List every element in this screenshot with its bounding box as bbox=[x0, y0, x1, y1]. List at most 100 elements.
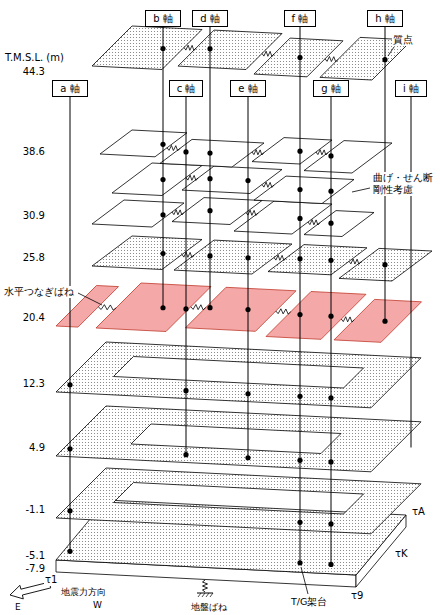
grid-line-label: τA bbox=[411, 506, 426, 518]
axis-name: g 軸 bbox=[321, 82, 341, 95]
coupling-spring bbox=[262, 182, 274, 187]
mass-point bbox=[297, 458, 302, 463]
mass-point bbox=[160, 251, 165, 256]
floor-slab bbox=[100, 130, 392, 173]
mass-point bbox=[160, 305, 165, 310]
mass-point bbox=[382, 319, 387, 324]
mass-point bbox=[297, 394, 302, 399]
floor-slab bbox=[92, 26, 412, 80]
mass-point bbox=[328, 189, 333, 194]
coupling-spring bbox=[308, 220, 320, 225]
axis-name: a 軸 bbox=[60, 82, 79, 95]
mass-point bbox=[297, 55, 302, 60]
ground-spring bbox=[203, 580, 208, 592]
coupling-spring bbox=[98, 305, 116, 310]
axis-box: d 軸 bbox=[192, 10, 228, 27]
mass-point bbox=[382, 262, 387, 267]
mass-point bbox=[160, 46, 165, 51]
axis-line bbox=[411, 97, 412, 448]
mass-point bbox=[328, 459, 333, 464]
spring-label: 水平つなぎばね bbox=[3, 286, 75, 298]
leader-line bbox=[388, 47, 394, 56]
elevation-label: 38.6 bbox=[22, 146, 46, 158]
mass-point bbox=[297, 187, 302, 192]
mass-point bbox=[183, 149, 188, 154]
ground-hatch bbox=[198, 593, 201, 597]
leader-line bbox=[352, 188, 370, 192]
mass-point bbox=[207, 253, 212, 258]
pedestal-label: T/G架台 bbox=[290, 596, 328, 608]
floor-slab bbox=[56, 342, 421, 408]
leader-line bbox=[78, 293, 102, 305]
floor-piece bbox=[254, 176, 354, 203]
mass-point-label: 質点 bbox=[392, 34, 414, 46]
elevation-label: 44.3 bbox=[22, 66, 46, 78]
coupling-spring bbox=[252, 150, 264, 155]
axis-name: i 軸 bbox=[403, 82, 419, 95]
mass-point bbox=[207, 46, 212, 51]
mass-point bbox=[245, 391, 250, 396]
floor-ring bbox=[56, 406, 421, 472]
floor-piece bbox=[304, 141, 392, 173]
axis-box: b 軸 bbox=[145, 10, 181, 27]
mass-point bbox=[183, 452, 188, 457]
coupling-spring bbox=[186, 175, 198, 180]
stiffness-note: 曲げ・せん断 剛性考慮 bbox=[372, 172, 436, 196]
coupling-spring bbox=[274, 255, 286, 260]
mass-point bbox=[207, 176, 212, 181]
mass-point bbox=[328, 395, 333, 400]
floor-piece bbox=[304, 211, 374, 237]
mass-point bbox=[297, 520, 302, 525]
coupling-spring bbox=[167, 145, 180, 150]
axis-line bbox=[163, 27, 164, 308]
elevation-label: 20.4 bbox=[22, 312, 46, 324]
elevation-label: 30.9 bbox=[22, 210, 46, 222]
mass-point bbox=[67, 549, 72, 554]
mass-point bbox=[67, 382, 72, 387]
mass-point bbox=[297, 312, 302, 317]
mass-point bbox=[207, 208, 212, 213]
elevation-label: 25.8 bbox=[22, 252, 46, 264]
leader-line bbox=[301, 567, 308, 594]
axis-line bbox=[210, 27, 211, 308]
axis-name: b 軸 bbox=[153, 12, 173, 25]
mass-point bbox=[297, 216, 302, 221]
mass-point bbox=[297, 560, 302, 565]
mass-point bbox=[382, 57, 387, 62]
axis-line bbox=[70, 97, 71, 551]
elevation-label: -7.9 bbox=[25, 563, 47, 575]
axis-box: g 軸 bbox=[313, 80, 349, 97]
direction-label: W bbox=[92, 599, 103, 611]
mass-point bbox=[328, 521, 333, 526]
coupling-spring bbox=[262, 51, 274, 56]
mass-point bbox=[328, 221, 333, 226]
axis-name: d 軸 bbox=[200, 12, 220, 25]
floor-ring bbox=[56, 342, 421, 408]
mass-point bbox=[328, 314, 333, 319]
mass-point bbox=[328, 153, 333, 158]
axis-box: h 軸 bbox=[367, 10, 403, 27]
elevation-label: -1.1 bbox=[25, 504, 47, 516]
mass-point bbox=[160, 142, 165, 147]
axis-box: a 軸 bbox=[52, 80, 87, 97]
mass-point bbox=[245, 307, 250, 312]
coupling-spring bbox=[349, 259, 361, 264]
floor-slab bbox=[56, 468, 421, 534]
mass-point bbox=[297, 256, 302, 261]
elevation-unit: T.M.S.L. (m) bbox=[4, 52, 65, 64]
ground-hatch bbox=[210, 593, 213, 597]
coupling-spring bbox=[316, 150, 328, 155]
axis-name: e 軸 bbox=[238, 82, 257, 95]
floor-ring bbox=[56, 468, 421, 534]
floor-piece bbox=[92, 200, 184, 227]
axis-box: f 軸 bbox=[284, 10, 317, 27]
axis-name: h 軸 bbox=[375, 12, 395, 25]
mass-point bbox=[67, 508, 72, 513]
floor-slab bbox=[56, 283, 422, 342]
elevation-label: 4.9 bbox=[28, 442, 46, 454]
mass-point bbox=[245, 178, 250, 183]
floor-piece bbox=[182, 166, 282, 193]
axis-line bbox=[331, 97, 332, 564]
grid-line-label: τK bbox=[394, 548, 409, 560]
seismic-direction-label: 地震力方向 bbox=[60, 586, 107, 598]
